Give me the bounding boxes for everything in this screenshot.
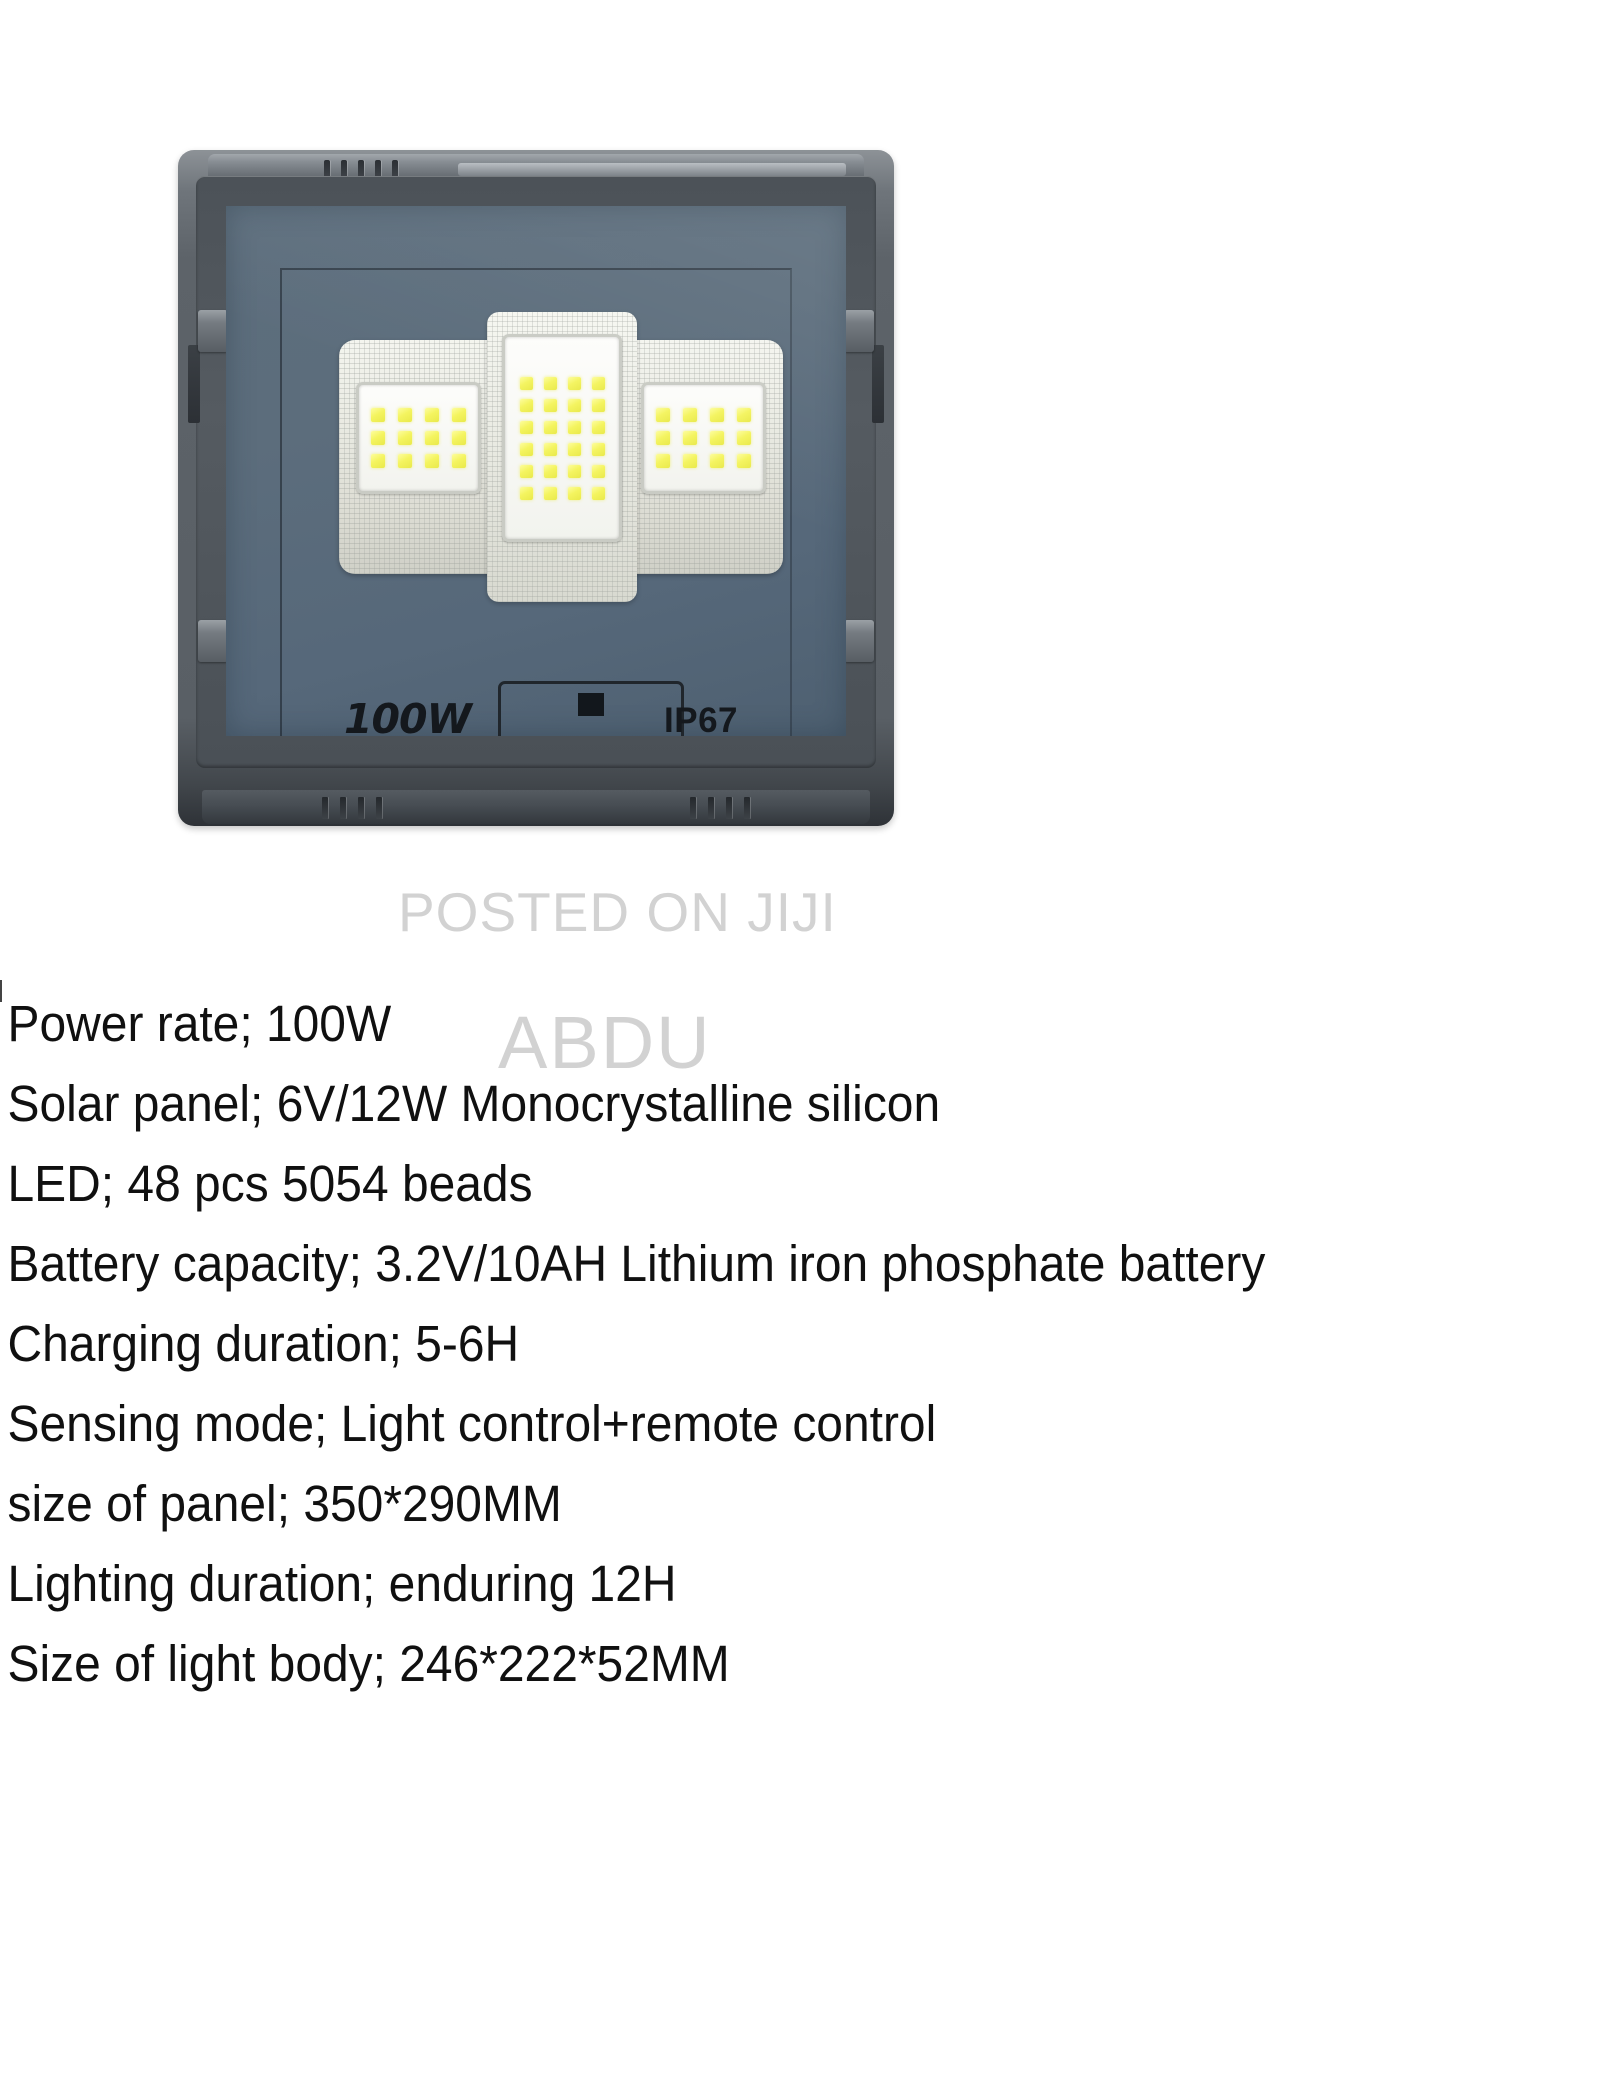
led-bead bbox=[425, 408, 439, 422]
led-bead bbox=[710, 408, 724, 422]
led-bead bbox=[519, 398, 533, 412]
led-bead bbox=[371, 431, 385, 445]
led-bead bbox=[567, 398, 581, 412]
vent-slot bbox=[341, 160, 347, 190]
led-bead bbox=[567, 376, 581, 390]
led-bead bbox=[591, 420, 605, 434]
mounting-tab bbox=[844, 620, 874, 662]
wattage-label: 100W bbox=[344, 695, 472, 736]
led-bead bbox=[425, 454, 439, 468]
led-module-center bbox=[502, 334, 622, 542]
led-lens-assembly bbox=[339, 312, 783, 602]
vent-slot bbox=[392, 160, 398, 190]
led-bead bbox=[683, 454, 697, 468]
floodlight-faceplate: 100W IP67 bbox=[226, 206, 846, 736]
led-bead bbox=[398, 431, 412, 445]
vent-slot bbox=[358, 160, 364, 190]
led-bead bbox=[737, 408, 751, 422]
product-photo: 100W IP67 bbox=[0, 0, 1600, 975]
left-bracket-slot bbox=[188, 345, 200, 423]
led-bead bbox=[543, 442, 557, 456]
led-bead bbox=[371, 454, 385, 468]
led-bead bbox=[591, 464, 605, 478]
led-bead bbox=[591, 376, 605, 390]
led-bead bbox=[710, 431, 724, 445]
vent-slot bbox=[708, 797, 714, 819]
bottom-vent-slots-right bbox=[690, 797, 750, 819]
led-bead bbox=[543, 486, 557, 500]
spec-line-size-of-light-body: Size of light body; 246*222*52MM bbox=[7, 1635, 730, 1692]
led-bead bbox=[710, 454, 724, 468]
bottom-vent-bar bbox=[202, 790, 870, 824]
led-bead bbox=[543, 376, 557, 390]
right-bracket-slot bbox=[872, 345, 884, 423]
led-bead bbox=[519, 486, 533, 500]
spec-line-solar-panel: Solar panel; 6V/12W Monocrystalline sili… bbox=[7, 1075, 941, 1132]
ingress-rating-label: IP67 bbox=[664, 701, 738, 736]
led-bead bbox=[683, 408, 697, 422]
led-bead bbox=[591, 398, 605, 412]
led-bead bbox=[591, 442, 605, 456]
specifications-list: Power rate; 100W Solar panel; 6V/12W Mon… bbox=[0, 984, 1600, 1704]
vent-slot bbox=[726, 797, 732, 819]
led-bead bbox=[519, 464, 533, 478]
led-bead bbox=[519, 442, 533, 456]
solar-connector-icon bbox=[498, 681, 684, 736]
led-bead bbox=[543, 464, 557, 478]
led-bead bbox=[656, 431, 670, 445]
mounting-tab bbox=[844, 310, 874, 352]
led-bead bbox=[656, 454, 670, 468]
vent-slot bbox=[358, 797, 364, 819]
led-bead bbox=[567, 464, 581, 478]
led-bead bbox=[452, 431, 466, 445]
mounting-tab bbox=[198, 620, 228, 662]
scan-edge-artifact bbox=[0, 980, 2, 1002]
led-bead bbox=[737, 454, 751, 468]
led-bead bbox=[543, 398, 557, 412]
led-bead bbox=[519, 420, 533, 434]
led-bead bbox=[737, 431, 751, 445]
vent-slot bbox=[744, 797, 750, 819]
spec-line-battery-capacity: Battery capacity; 3.2V/10AH Lithium iron… bbox=[7, 1235, 1266, 1292]
led-bead bbox=[656, 408, 670, 422]
vent-slot bbox=[340, 797, 346, 819]
led-module-right bbox=[641, 382, 766, 494]
led-bead bbox=[398, 408, 412, 422]
spec-line-size-of-panel: size of panel; 350*290MM bbox=[7, 1475, 562, 1532]
solar-led-floodlight: 100W IP67 bbox=[178, 150, 894, 826]
top-vent-slots bbox=[324, 160, 398, 190]
led-bead bbox=[452, 454, 466, 468]
spec-line-led: LED; 48 pcs 5054 beads bbox=[7, 1155, 533, 1212]
spec-line-sensing-mode: Sensing mode; Light control+remote contr… bbox=[7, 1395, 937, 1452]
led-bead bbox=[567, 442, 581, 456]
spec-line-lighting-duration: Lighting duration; enduring 12H bbox=[7, 1555, 677, 1612]
spec-line-power-rate: Power rate; 100W bbox=[7, 995, 392, 1052]
led-bead bbox=[371, 408, 385, 422]
mounting-tab bbox=[198, 310, 228, 352]
led-bead bbox=[567, 420, 581, 434]
led-bead bbox=[452, 408, 466, 422]
led-bead bbox=[683, 431, 697, 445]
vent-slot bbox=[376, 797, 382, 819]
top-bar-highlight bbox=[458, 163, 846, 176]
led-bead bbox=[425, 431, 439, 445]
vent-slot bbox=[322, 797, 328, 819]
led-bead bbox=[591, 486, 605, 500]
led-module-left bbox=[356, 382, 481, 494]
led-bead bbox=[543, 420, 557, 434]
watermark-seller-name: ABDU bbox=[498, 1001, 712, 1084]
spec-line-charging-duration: Charging duration; 5-6H bbox=[7, 1315, 520, 1372]
led-bead bbox=[567, 486, 581, 500]
vent-slot bbox=[690, 797, 696, 819]
connector-large-contact bbox=[578, 693, 604, 716]
led-bead bbox=[398, 454, 412, 468]
bottom-vent-slots-left bbox=[322, 797, 382, 819]
vent-slot bbox=[324, 160, 330, 190]
led-bead bbox=[519, 376, 533, 390]
watermark-posted-on-jiji: POSTED ON JIJI bbox=[398, 881, 837, 943]
vent-slot bbox=[375, 160, 381, 190]
